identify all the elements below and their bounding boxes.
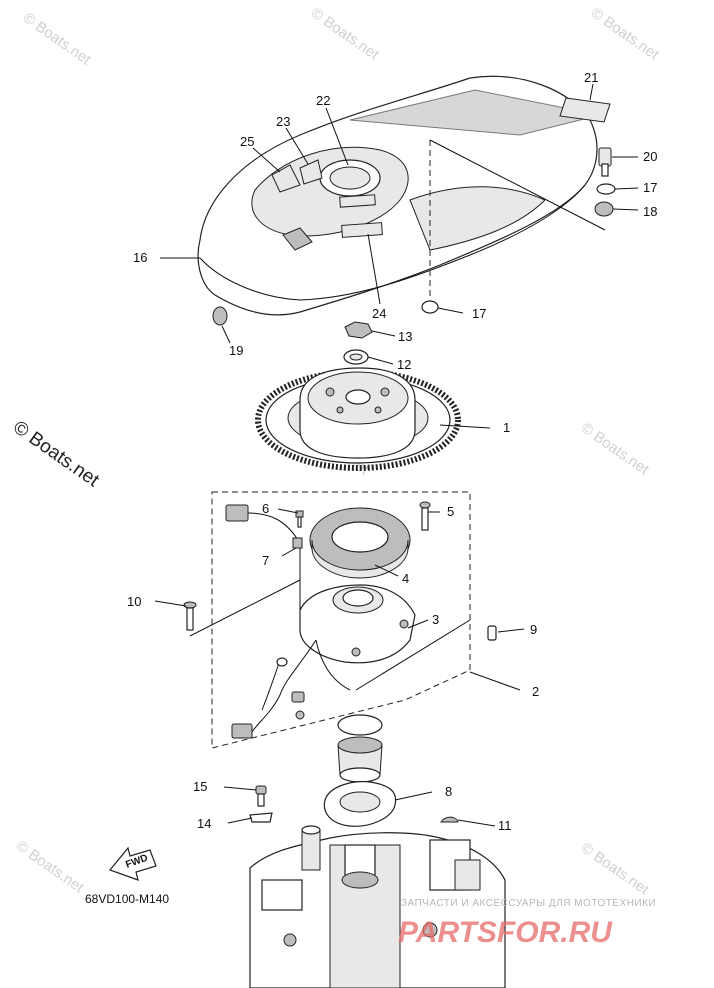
callouts: 1 2 3 4 5 6 7 8 9 10 11 12 13 14 15 16 1… [127,70,657,833]
callout-17-lower: 17 [472,306,486,321]
callout-10: 10 [127,594,141,609]
watermark-side-left: © Boats.net [9,417,103,492]
stator-base [299,584,416,664]
watermark-top-left: © Boats.net [20,9,95,68]
callout-11: 11 [498,818,512,833]
watermark-mid-right: © Boats.net [578,419,653,478]
callout-9: 9 [530,622,537,637]
starter-gear [337,714,383,783]
callout-13: 13 [398,329,412,344]
callout-22: 22 [316,93,330,108]
watermark-bottom-right: © Boats.net [578,839,653,898]
callout-19: 19 [229,343,243,358]
engine-block [249,825,506,988]
watermark-top-center: © Boats.net [308,4,383,63]
leader-lines [154,83,639,827]
callout-16: 16 [133,250,147,265]
callout-7: 7 [262,553,269,568]
callout-12: 12 [397,357,411,372]
callout-23: 23 [276,114,290,129]
callout-4: 4 [402,571,409,586]
woodruff-key [440,816,459,823]
callout-25: 25 [240,134,254,149]
callout-1: 1 [503,420,510,435]
callout-5: 5 [447,504,454,519]
callout-15: 15 [193,779,207,794]
callout-18: 18 [643,204,657,219]
stator-assembly-box [211,491,471,749]
callout-14: 14 [197,816,211,831]
ground-bolt-and-bracket [249,785,273,823]
partsfor-banner: ЗАПЧАСТИ И АКСЕССУАРЫ ДЛЯ МОТОТЕХНИКИ PA… [398,898,656,949]
callout-2: 2 [532,684,539,699]
callout-8: 8 [445,784,452,799]
diagram-reference: 68VD100-M140 [85,892,169,906]
banner-brand: PARTSFOR.RU [398,916,613,949]
bolts [183,501,497,641]
callout-24: 24 [372,306,386,321]
label-sticker [559,97,611,123]
callout-6: 6 [262,501,269,516]
callout-20: 20 [643,149,657,164]
cover-fasteners [212,147,616,326]
watermark-bottom-left: © Boats.net [13,837,88,896]
banner-tagline: ЗАПЧАСТИ И АКСЕССУАРЫ ДЛЯ МОТОТЕХНИКИ [401,898,656,909]
flywheel-nut-and-washer [343,321,373,365]
forward-arrow: FWD [108,846,157,881]
wiring-harness [225,504,351,739]
callout-17-upper: 17 [643,180,657,195]
cam-plate [323,780,397,827]
watermark-top-right: © Boats.net [588,4,663,63]
callout-21: 21 [584,70,598,85]
flywheel [255,367,461,471]
stator-coil [309,507,411,579]
flywheel-cover [197,75,601,316]
callout-3: 3 [432,612,439,627]
